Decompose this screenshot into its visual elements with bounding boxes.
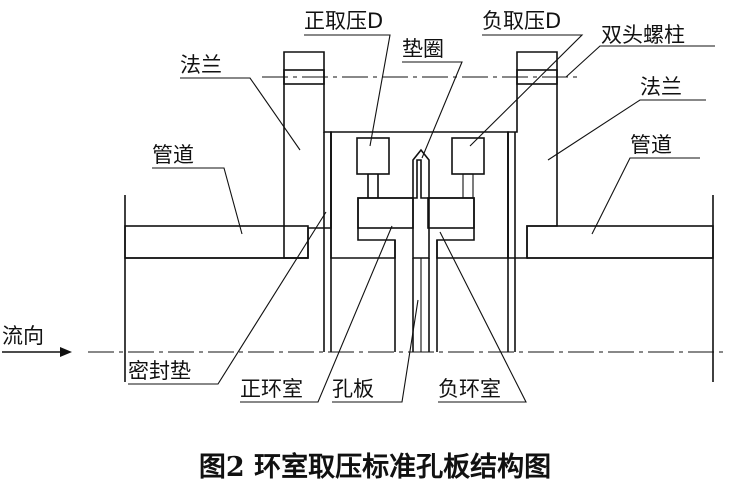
label-flow: 流向	[2, 324, 44, 348]
label-flange-right: 法兰	[640, 75, 682, 99]
label-neg-tap: 负取压D	[482, 9, 561, 33]
label-seal-gasket: 密封垫	[128, 359, 191, 383]
label-orifice: 孔板	[332, 377, 374, 401]
label-pos-tap: 正取压D	[304, 9, 383, 33]
pipe-left	[124, 195, 309, 382]
neg-tap-hole	[451, 137, 485, 199]
label-stud: 双头螺柱	[601, 23, 685, 47]
pipe-right	[526, 195, 714, 382]
neg-chamber-slot	[427, 197, 475, 229]
leader-lines	[128, 34, 715, 403]
orifice-plate-part	[394, 148, 438, 352]
label-gasket-ring: 垫圈	[402, 37, 444, 61]
label-pipe-right: 管道	[630, 133, 672, 157]
label-flange-left: 法兰	[180, 53, 222, 77]
label-pipe-left: 管道	[152, 143, 194, 167]
label-pos-chamber: 正环室	[240, 377, 303, 401]
seal-gasket-lines	[323, 132, 516, 352]
label-neg-chamber: 负环室	[438, 377, 501, 401]
flow-centerline	[2, 347, 728, 357]
pos-tap-hole	[356, 137, 390, 199]
pos-chamber-slot	[357, 197, 414, 229]
figure-caption: 图2 环室取压标准孔板结构图	[199, 451, 551, 483]
